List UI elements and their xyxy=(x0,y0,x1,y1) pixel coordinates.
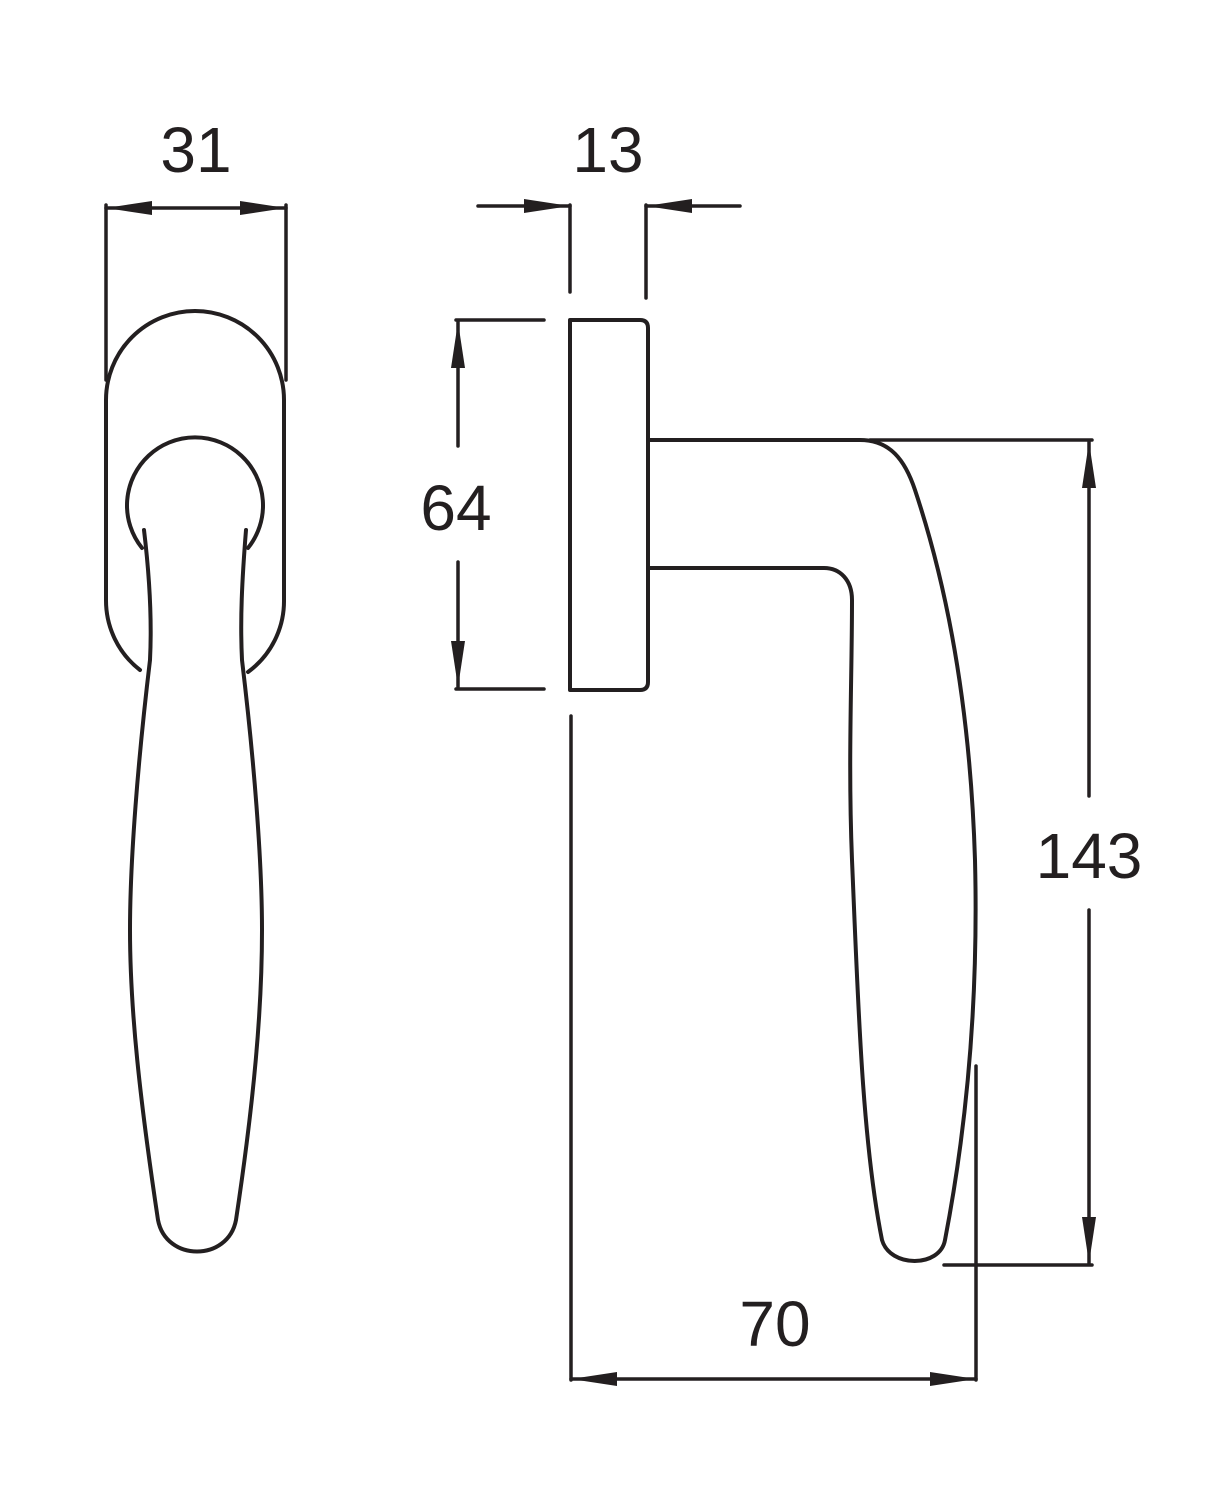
side-lever-outer xyxy=(646,438,978,1263)
rose-height-arrow-top xyxy=(451,322,465,368)
rose-height-label: 64 xyxy=(420,472,491,544)
projection-arrow-right xyxy=(930,1372,976,1386)
front-lever-outline xyxy=(128,528,264,1254)
front-boss-ring xyxy=(125,435,265,550)
front-view: 31 xyxy=(103,114,288,1254)
side-thickness-arrow-right xyxy=(646,199,692,213)
side-rose-plate xyxy=(568,318,650,692)
handle-length-arrow-bottom xyxy=(1082,1217,1096,1263)
front-width-arrow-left xyxy=(106,201,152,215)
front-width-label: 31 xyxy=(160,114,231,186)
front-rose-outline xyxy=(103,309,287,674)
side-view: 13 64 143 70 xyxy=(420,114,1142,1386)
handle-length-arrow-top xyxy=(1082,442,1096,488)
rose-height-arrow-bottom xyxy=(451,641,465,687)
side-thickness-arrow-left xyxy=(524,199,570,213)
front-width-arrow-right xyxy=(240,201,286,215)
side-thickness-label: 13 xyxy=(572,114,643,186)
projection-arrow-left xyxy=(571,1372,617,1386)
handle-length-label: 143 xyxy=(1036,820,1143,892)
projection-label: 70 xyxy=(739,1288,810,1360)
